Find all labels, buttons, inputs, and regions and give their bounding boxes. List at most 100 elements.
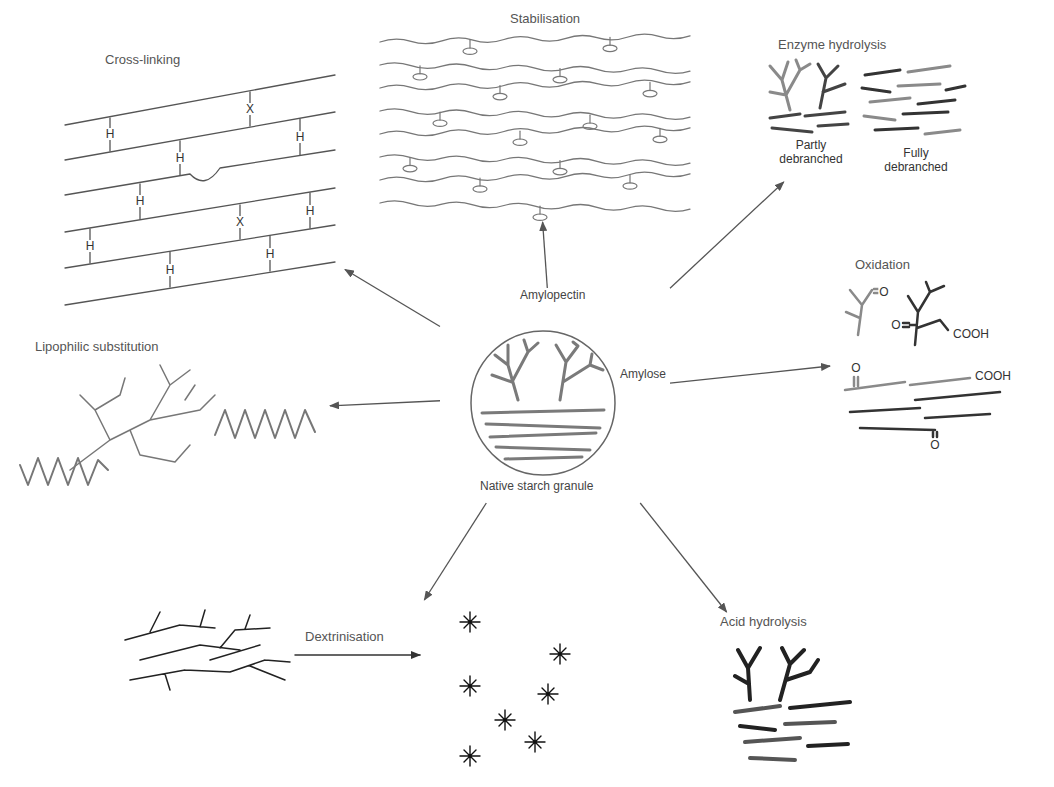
component-label: Amylose [620,368,666,382]
bond-label: H [175,152,186,164]
substituent-stem [409,158,410,166]
amylose-chain [482,410,604,459]
substituent-group [473,186,487,192]
bond-label: H [135,195,146,207]
dextrin-fragment [460,612,480,632]
group-label: O [890,319,901,331]
substituent-stem [479,178,480,186]
substituent-stem [539,206,540,214]
substituent-stem [559,69,560,77]
substituent-stem [649,83,650,91]
starch-chain [65,75,335,305]
process-region: Lipophilic substitution [15,338,330,488]
dextrin-fragment [460,746,480,766]
starch-chain [380,155,690,166]
process-label: Enzyme hydrolysis [778,38,886,53]
group-label: COOH [974,370,1012,382]
process-region: AmylopectinAmyloseNative starch granule [440,288,670,503]
process-region: Dextrinisation [115,600,620,778]
process-arrow [295,654,420,656]
process-label: Lipophilic substitution [35,340,159,355]
bond-label: H [305,205,316,217]
substituent-stem [589,115,590,123]
substituent-stem [629,175,630,183]
granule-label: Native starch granule [480,480,593,494]
oxidised-chain [903,282,948,345]
substituent-group [463,48,477,54]
substituent-group [583,123,597,129]
substituent-stem [499,86,500,94]
starch-chain [380,172,690,181]
group-label: O [929,439,940,451]
process-label: Acid hydrolysis [720,615,807,630]
granule-outline [471,331,615,475]
substituent-group [643,90,657,96]
dextrin-fragment [538,684,558,704]
dextrin-fragment [495,710,515,730]
process-arrow [330,401,440,406]
partly-debranched-chain [770,60,810,110]
process-region: Cross-linkingXHHHHHXHHH [55,50,345,315]
bond-label: X [235,216,245,228]
group-label: COOH [952,328,990,340]
oxidised-chain [846,289,879,335]
process-label: Stabilisation [510,12,580,27]
substituent-group [603,45,617,51]
substituent-group [553,168,567,174]
process-arrow [543,222,548,288]
starch-chain [380,63,690,74]
substituent-stem [419,66,420,74]
group-label: O [850,362,861,374]
starch-chain [380,201,690,212]
process-arrow [640,503,726,612]
substituent-stem [519,131,520,139]
hydrolysed-chain [740,702,850,746]
starch-chain [70,365,215,470]
process-label: Dextrinisation [305,630,384,645]
substituent-group [403,165,417,171]
group-label: O [878,286,889,298]
product-label: Partly debranched [775,139,847,167]
substituent-group [553,76,567,82]
starch-chain [380,80,690,89]
substituent-group [513,139,527,145]
substituent-group [623,183,637,189]
bond-label: H [295,131,306,143]
substituent-group [413,74,427,80]
process-label: Cross-linking [105,53,180,68]
fully-debranched-chain [864,66,960,134]
component-label: Amylopectin [520,289,585,303]
substituent-group [533,214,547,220]
hydrolysed-chain [735,706,835,760]
dextrin-fragment [525,732,545,752]
lipophilic-chain [20,458,108,485]
process-label: Oxidation [855,258,910,273]
oxidised-chain [845,377,970,390]
substituent-stem [439,112,440,120]
starch-chain [125,610,290,690]
bond-label: H [105,128,116,140]
starch-chain [380,34,690,43]
process-region: Acid hydrolysis [715,612,865,772]
substituent-stem [469,40,470,48]
substituent-group [653,136,667,142]
starch-chain [380,109,690,120]
bond-label: X [245,103,255,115]
partly-debranched-chain [770,64,848,132]
product-label: Fully debranched [880,147,952,175]
bond-label: H [85,240,96,252]
cross-link-bond [90,92,310,287]
process-arrow [670,366,830,383]
process-region: OxidationO O COOH O COOH O [830,255,1035,455]
substituent-group [493,93,507,99]
starch-chain [380,126,690,135]
amylopectin-chain [556,342,603,400]
hydrolysed-chain [735,648,818,700]
oxidised-chain [850,392,1000,437]
substituent-group [433,120,447,126]
bond-label: H [165,264,176,276]
lipophilic-chain [215,410,315,438]
